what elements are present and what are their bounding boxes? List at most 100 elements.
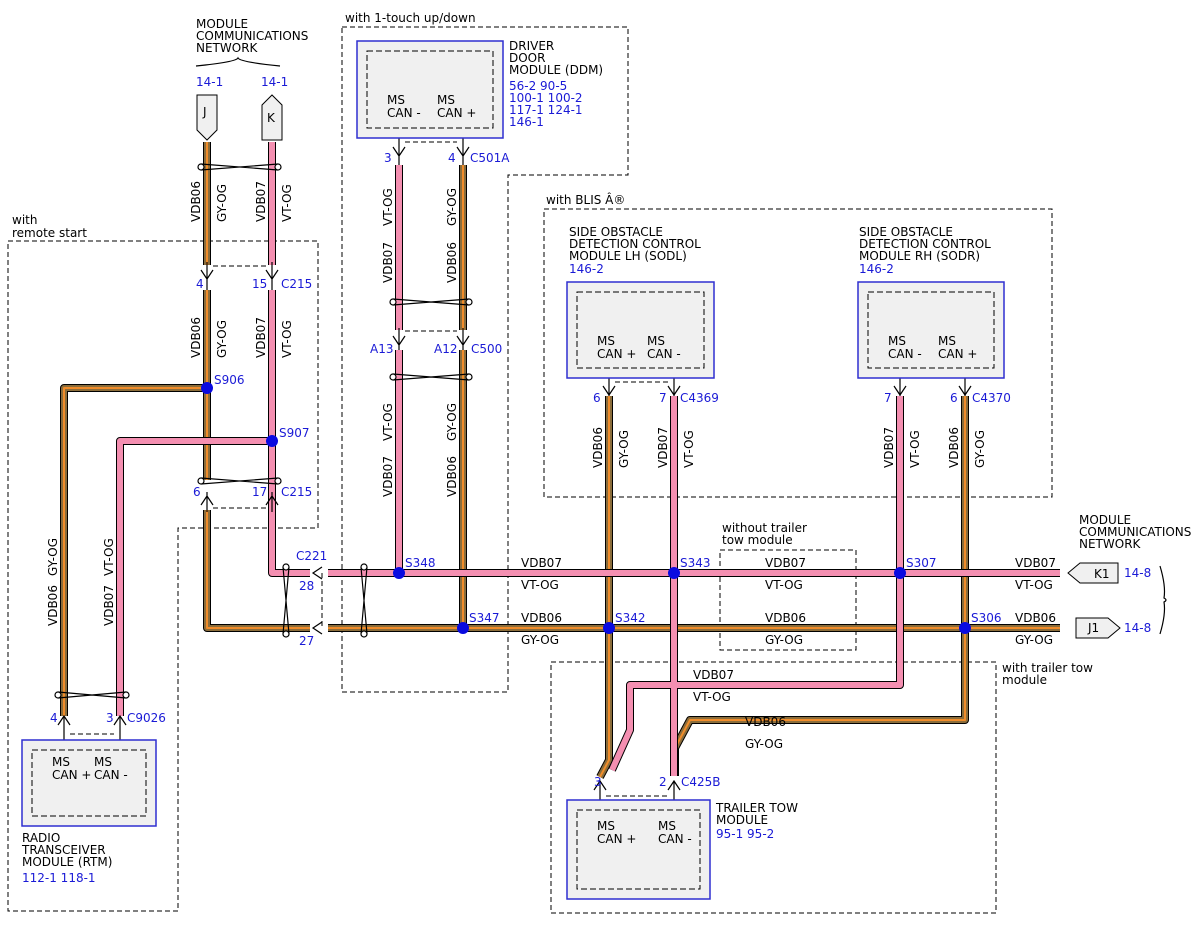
- svg-text:C9026: C9026: [127, 711, 166, 725]
- svg-text:C425B: C425B: [681, 775, 721, 789]
- connector-j-label: J: [202, 105, 207, 119]
- svg-text:C215: C215: [281, 277, 312, 291]
- svg-text:GY-OG: GY-OG: [445, 403, 459, 441]
- svg-text:146-2: 146-2: [859, 262, 894, 276]
- svg-text:GY-OG: GY-OG: [215, 320, 229, 358]
- pin-labels: 4 15 C215 6 17 C215 3 4 C501A A13 A12 C5…: [50, 151, 1011, 789]
- svg-text:3: 3: [384, 151, 392, 165]
- svg-text:VDB06: VDB06: [591, 427, 605, 468]
- svg-text:C4370: C4370: [972, 391, 1011, 405]
- svg-text:GY-OG: GY-OG: [46, 538, 60, 576]
- region-remote-start: [7, 240, 319, 912]
- svg-text:A12: A12: [434, 342, 457, 356]
- connector-j: [196, 94, 218, 141]
- svg-text:15: 15: [252, 277, 267, 291]
- svg-text:6: 6: [193, 485, 201, 499]
- svg-text:GY-OG: GY-OG: [617, 430, 631, 468]
- ref-j: 14-1: [196, 75, 223, 89]
- ref-k: 14-1: [261, 75, 288, 89]
- svg-text:VT-OG: VT-OG: [908, 430, 922, 468]
- svg-text:VDB06: VDB06: [46, 585, 60, 626]
- splice-s347: S347: [469, 611, 500, 625]
- splice-s343: S343: [680, 556, 711, 570]
- svg-text:3: 3: [106, 711, 114, 725]
- svg-text:C4369: C4369: [680, 391, 719, 405]
- wires-vdb07: [116, 142, 1060, 776]
- svg-text:4: 4: [50, 711, 58, 725]
- svg-text:VDB07: VDB07: [381, 456, 395, 497]
- ref-k1: 14-8: [1124, 566, 1151, 580]
- svg-text:C500: C500: [471, 342, 502, 356]
- splice-s342: S342: [615, 611, 646, 625]
- svg-text:6: 6: [593, 391, 601, 405]
- svg-text:A13: A13: [370, 342, 393, 356]
- svg-text:95-1 95-2: 95-1 95-2: [716, 827, 774, 841]
- svg-text:VDB06: VDB06: [445, 456, 459, 497]
- svg-text:27: 27: [299, 634, 314, 648]
- splice-s906: S906: [214, 373, 245, 387]
- svg-text:VDB07: VDB07: [521, 556, 562, 570]
- connector-k: [261, 94, 283, 141]
- region-blis-label: with BLIS Â®: [546, 192, 625, 207]
- splice-s306: S306: [971, 611, 1002, 625]
- svg-text:7: 7: [884, 391, 892, 405]
- network-right-brace: [1159, 565, 1167, 635]
- svg-text:VDB06: VDB06: [947, 427, 961, 468]
- svg-text:VDB07: VDB07: [1015, 556, 1056, 570]
- svg-text:6: 6: [950, 391, 958, 405]
- svg-text:C221: C221: [296, 549, 327, 563]
- ref-j1: 14-8: [1124, 621, 1151, 635]
- svg-text:C501A: C501A: [470, 151, 510, 165]
- vertical-wire-labels: VDB06 GY-OG VDB07 VT-OG VDB06 GY-OG VDB0…: [46, 181, 987, 626]
- svg-text:VDB07: VDB07: [656, 427, 670, 468]
- svg-text:112-1 118-1: 112-1 118-1: [22, 871, 96, 885]
- svg-text:28: 28: [299, 579, 314, 593]
- region-one-touch-label: with 1-touch up/down: [345, 11, 476, 25]
- connector-j1: [1075, 617, 1121, 639]
- svg-text:VDB06: VDB06: [189, 317, 203, 358]
- splice-s348: S348: [405, 556, 436, 570]
- svg-text:VDB06: VDB06: [189, 181, 203, 222]
- svg-text:VT-OG: VT-OG: [280, 320, 294, 358]
- svg-text:VT-OG: VT-OG: [280, 184, 294, 222]
- svg-text:VDB07: VDB07: [254, 317, 268, 358]
- horizontal-wire-labels: VDB07 VT-OG VDB07 VT-OG VDB07 VT-OG VDB0…: [521, 556, 1056, 751]
- svg-text:VDB07: VDB07: [381, 242, 395, 283]
- svg-text:VT-OG: VT-OG: [521, 578, 559, 592]
- twist-markers: [54, 163, 473, 699]
- svg-text:GY-OG: GY-OG: [1015, 633, 1053, 647]
- svg-text:VDB07: VDB07: [102, 585, 116, 626]
- region-blis: [543, 208, 1053, 498]
- wires-vdb06: [60, 142, 1060, 779]
- svg-text:VDB07: VDB07: [765, 556, 806, 570]
- splice-s307: S307: [906, 556, 937, 570]
- svg-text:VT-OG: VT-OG: [765, 578, 803, 592]
- svg-text:VDB06: VDB06: [521, 611, 562, 625]
- region-one-touch: [341, 26, 629, 693]
- connector-j1-label: J1: [1087, 621, 1099, 635]
- svg-text:3: 3: [594, 775, 602, 789]
- svg-text:VT-OG: VT-OG: [1015, 578, 1053, 592]
- svg-text:VT-OG: VT-OG: [102, 538, 116, 576]
- svg-text:4: 4: [196, 277, 204, 291]
- region-without-trailer: [719, 549, 857, 651]
- network-top-brace: [195, 56, 281, 67]
- svg-text:GY-OG: GY-OG: [973, 430, 987, 468]
- splice-s907: S907: [279, 426, 310, 440]
